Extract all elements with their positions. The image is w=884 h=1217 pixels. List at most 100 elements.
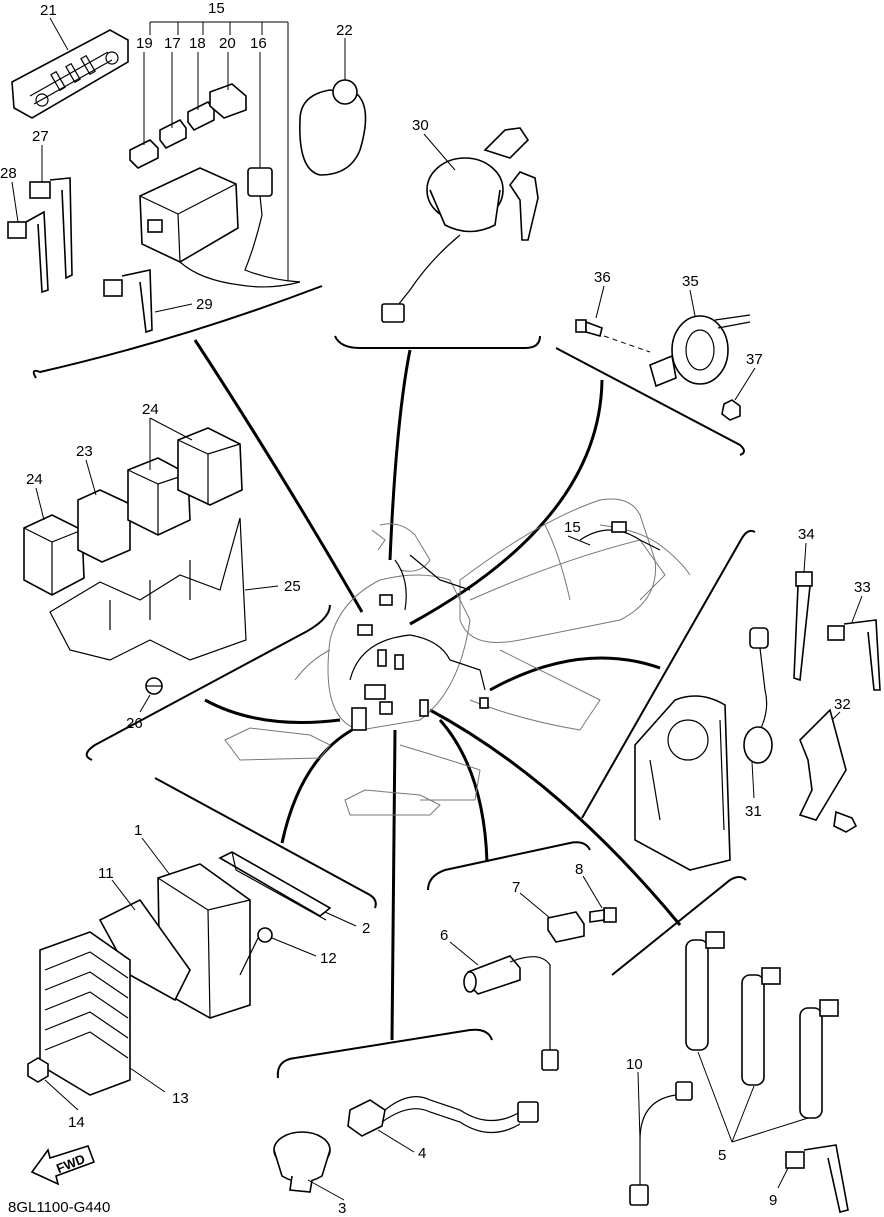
switch-plate-32	[798, 708, 858, 833]
ignition-coil-5b	[741, 967, 781, 1086]
callout-6: 6	[440, 927, 448, 944]
callout-23: 23	[76, 443, 93, 460]
callout-9: 9	[769, 1192, 777, 1209]
fuse-18	[187, 100, 215, 132]
callout-15-mid: 15	[564, 519, 581, 536]
ignition-coil-5c	[799, 999, 839, 1119]
cable-tie-33	[827, 619, 881, 691]
band-2	[218, 851, 332, 921]
fuse-box-main	[139, 167, 301, 288]
callout-11: 11	[98, 865, 114, 882]
callout-31: 31	[745, 803, 762, 820]
callout-1: 1	[134, 822, 142, 839]
group-outline-fusebox	[32, 285, 323, 379]
nut-14	[27, 1057, 49, 1083]
callout-12: 12	[320, 950, 337, 967]
cable-tie-9	[785, 1144, 849, 1213]
group-outline-cdi	[154, 777, 377, 909]
rectifier-13	[39, 931, 131, 1096]
plate-7	[547, 911, 585, 943]
main-switch-30	[381, 127, 539, 323]
bold-leader-relays	[204, 698, 341, 724]
callout-leaders	[11, 17, 863, 1201]
machine-body	[224, 498, 691, 816]
group-outline-coils	[611, 876, 747, 976]
bold-leader-cdi	[280, 728, 353, 844]
horn-35	[649, 314, 751, 388]
screw-26	[145, 677, 163, 695]
callout-25: 25	[284, 578, 301, 595]
callout-32: 32	[834, 696, 851, 713]
callout-17: 17	[164, 35, 181, 52]
callout-8: 8	[575, 861, 583, 878]
fuse-17	[159, 118, 187, 150]
bold-leader-sensor	[438, 719, 489, 863]
fwd-arrow	[30, 1145, 96, 1186]
bold-leader-pressure	[390, 729, 397, 1041]
fuse-19	[129, 139, 159, 169]
group-outline-stand	[581, 529, 756, 819]
bold-leader-fusebox	[193, 339, 364, 613]
cable-tie-29	[103, 269, 153, 334]
relay-holder-25	[49, 517, 247, 661]
callout-18: 18	[189, 35, 206, 52]
fuse-16-holder	[244, 167, 301, 283]
group-outline-sensor	[427, 841, 591, 891]
fuse-box-cover	[11, 29, 129, 119]
lead-10	[629, 1081, 693, 1206]
callout-3: 3	[338, 1200, 346, 1217]
relay-24-left	[23, 514, 85, 596]
bold-leader-horn	[409, 379, 604, 626]
callout-22: 22	[336, 22, 353, 39]
callout-16: 16	[250, 35, 267, 52]
bold-leader-mainswitch	[388, 349, 412, 561]
callout-21: 21	[40, 2, 57, 19]
lead-4	[347, 1096, 539, 1137]
ignition-coil-5a	[685, 931, 725, 1051]
battery-22	[299, 79, 367, 176]
bold-leader-stand	[489, 656, 661, 692]
group-outline-relays	[85, 604, 331, 761]
callout-29: 29	[196, 296, 213, 313]
callout-13: 13	[172, 1090, 189, 1107]
callout-24-left: 24	[26, 471, 43, 488]
callout-10: 10	[626, 1056, 643, 1073]
dashed-axis-horn	[603, 335, 651, 353]
relay-23	[77, 489, 131, 563]
cable-tie-27	[29, 177, 73, 280]
relay-24-right	[177, 427, 243, 506]
callout-36: 36	[594, 269, 611, 286]
sensor-6	[463, 955, 559, 1071]
switch-3	[273, 1131, 331, 1193]
cable-tie-28	[7, 210, 49, 294]
callout-27: 27	[32, 128, 49, 145]
callout-15-top: 15	[208, 0, 225, 17]
group-outline-horn	[555, 347, 745, 456]
callout-2: 2	[362, 920, 370, 937]
bold-leader-coils	[429, 708, 682, 926]
callout-34: 34	[798, 526, 815, 543]
bolt-36	[575, 319, 603, 337]
callout-33: 33	[854, 579, 871, 596]
callout-4: 4	[418, 1145, 426, 1162]
callout-7: 7	[512, 879, 520, 896]
nut-37	[721, 399, 741, 421]
relay-24-mid	[127, 457, 191, 536]
cable-tie-34	[793, 571, 813, 682]
callout-19: 19	[136, 35, 153, 52]
callout-35: 35	[682, 273, 699, 290]
callout-37: 37	[746, 351, 763, 368]
bracket-31	[634, 695, 731, 871]
callout-28: 28	[0, 165, 17, 182]
group-outline-mainswitch	[334, 335, 541, 349]
callout-24-top: 24	[142, 401, 159, 418]
side-stand-switch	[743, 627, 773, 764]
callout-14: 14	[68, 1114, 85, 1131]
callout-20: 20	[219, 35, 236, 52]
bolt-8	[589, 907, 617, 923]
callout-30: 30	[412, 117, 429, 134]
bolt-12	[239, 927, 273, 976]
fuse-20	[209, 83, 247, 119]
